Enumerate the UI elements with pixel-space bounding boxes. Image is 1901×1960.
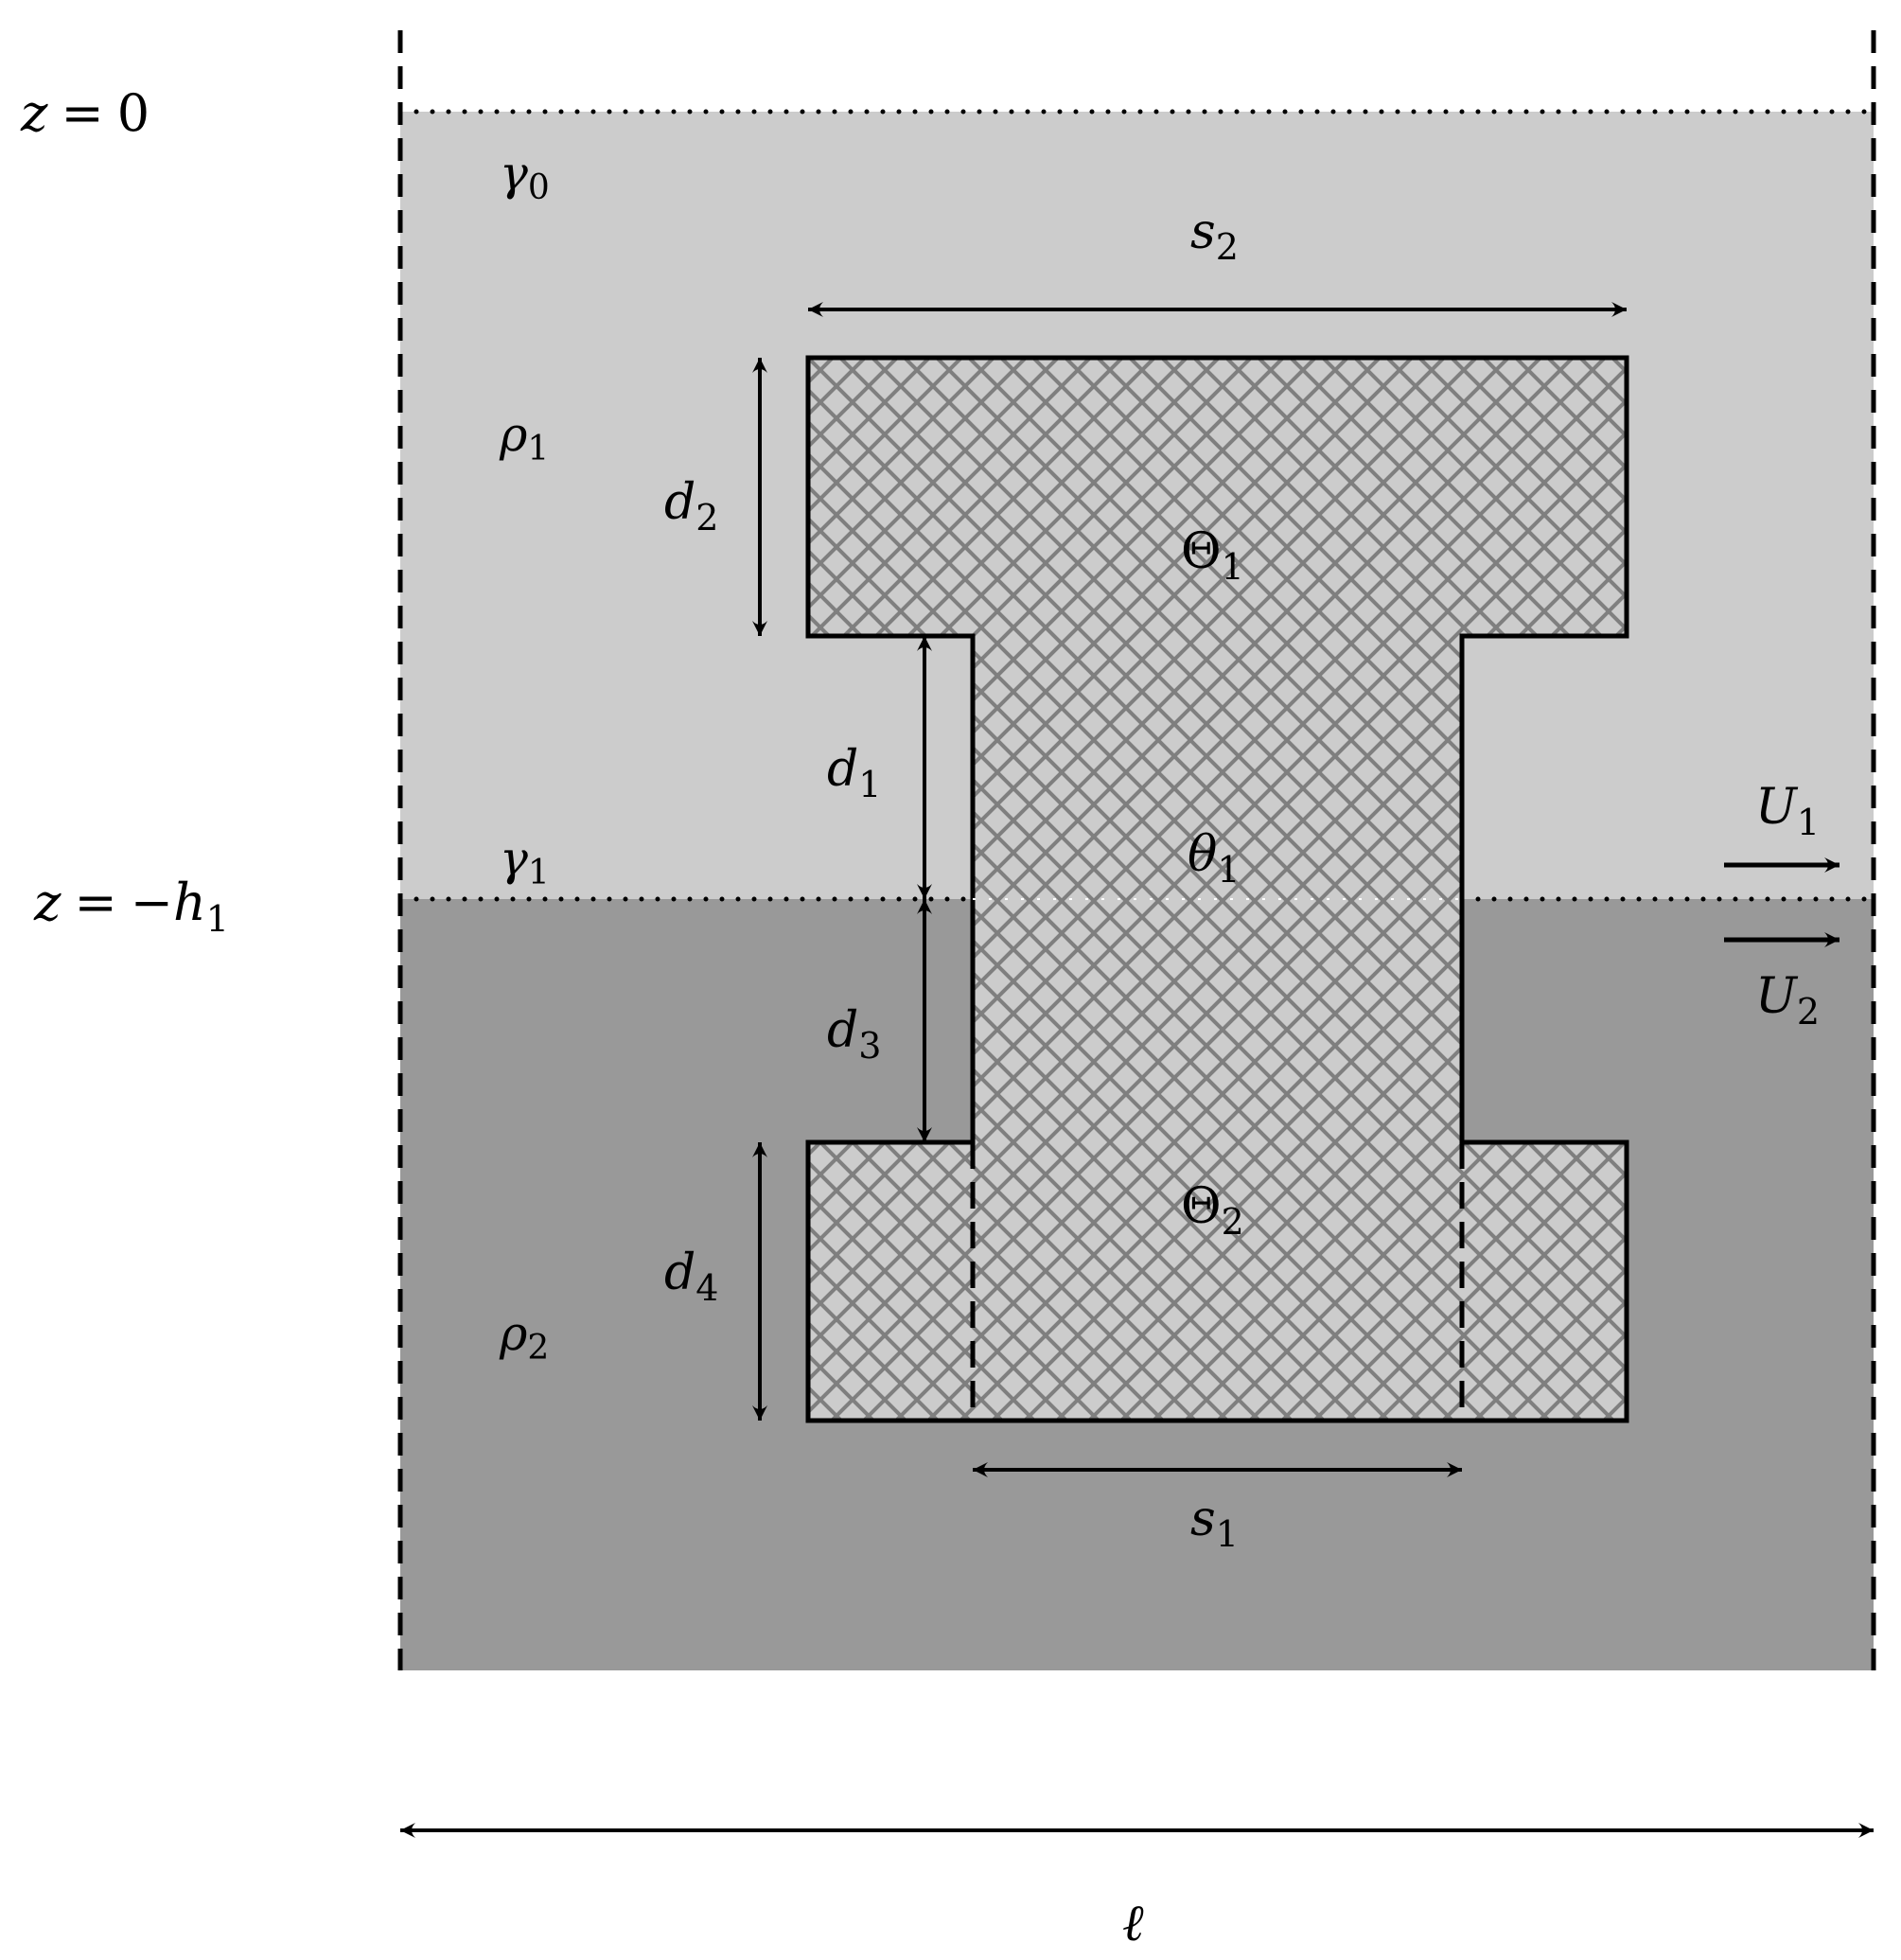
ell-label: ℓ: [1122, 1893, 1144, 1952]
z-interface-label: z=−h1: [33, 873, 229, 940]
d3-label: d3: [827, 1002, 881, 1067]
d1-label: d1: [827, 741, 881, 805]
d4-label: d4: [664, 1245, 718, 1309]
i-shaped-body: [805, 355, 1629, 1423]
u2-label: U2: [1755, 968, 1820, 1033]
theta1-upper-body-label: Θ1: [1181, 523, 1244, 588]
rho2-label: ρ2: [499, 1306, 549, 1368]
gamma0-label: γ0: [500, 146, 550, 207]
s2-label: s2: [1190, 203, 1239, 268]
z-top-label: z=0: [20, 83, 150, 143]
u1-label: U1: [1755, 779, 1820, 843]
theta2-lower-body-label: Θ2: [1181, 1178, 1244, 1243]
gamma1-label: γ1: [500, 831, 550, 892]
rho1-label: ρ1: [499, 407, 549, 468]
theta1-small-label: θ1: [1188, 826, 1241, 891]
s1-label: s1: [1190, 1491, 1239, 1555]
d2-label: d2: [664, 474, 718, 539]
